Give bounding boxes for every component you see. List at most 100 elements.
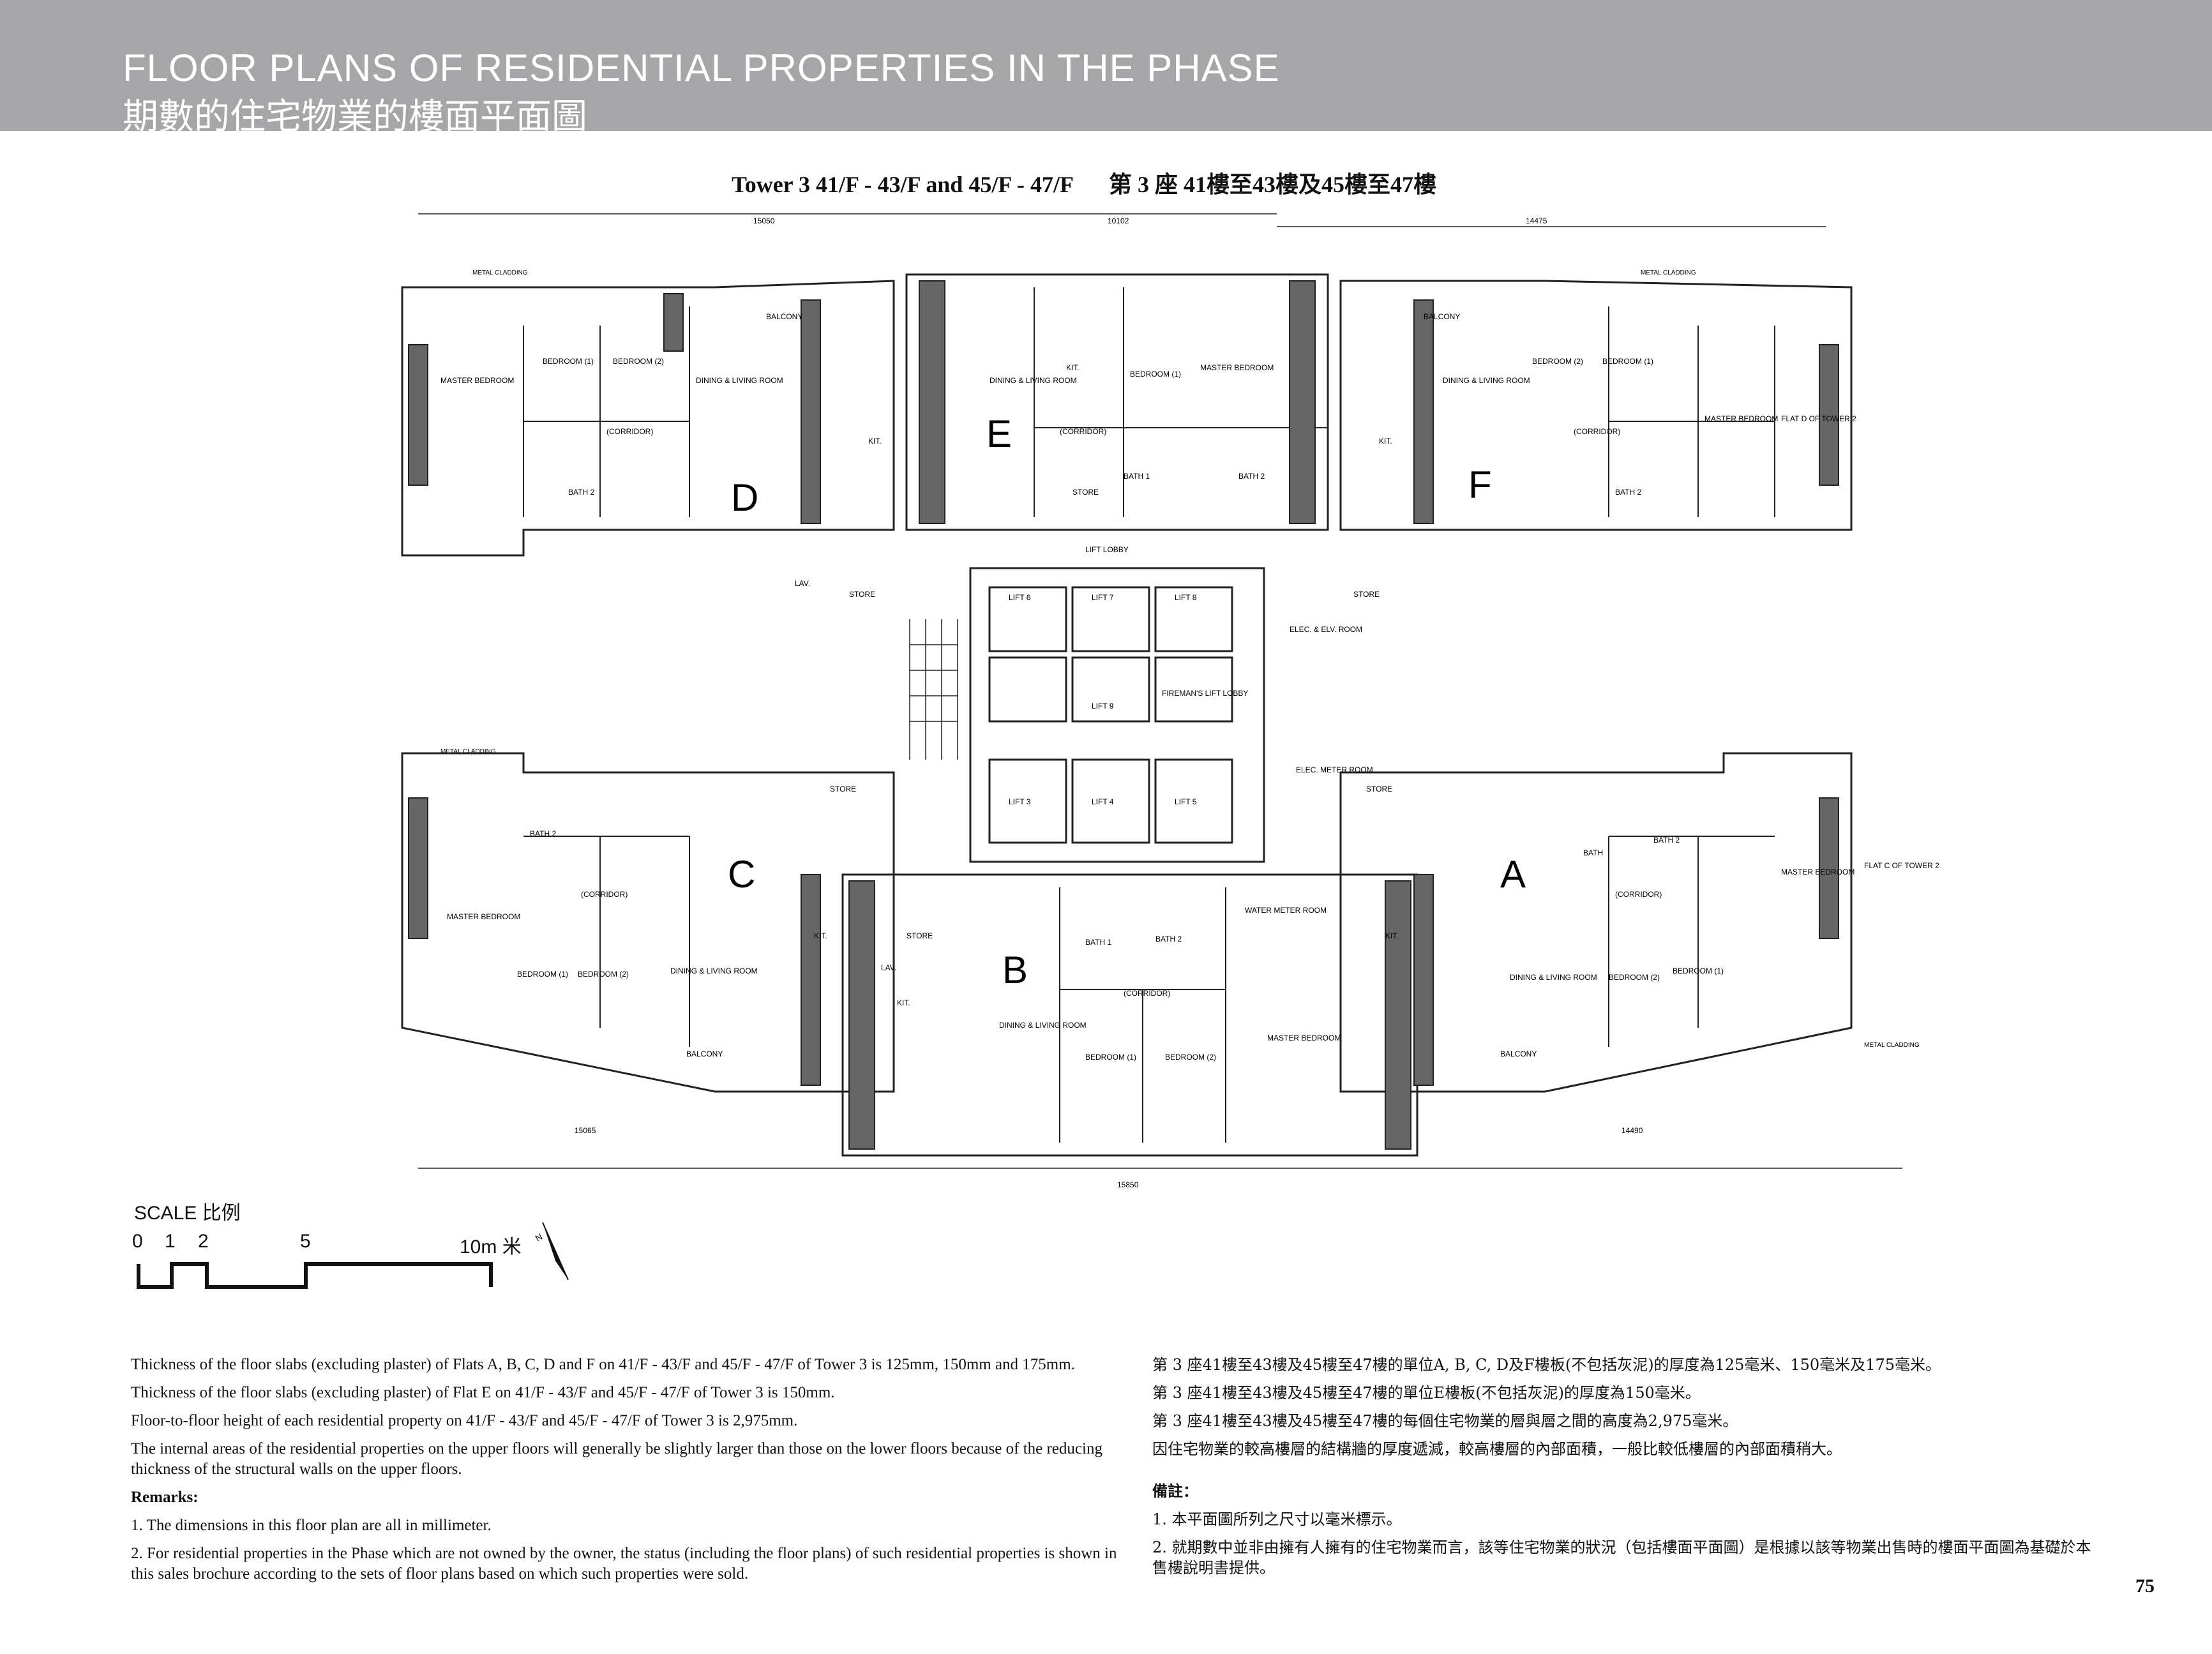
- dim-top-left: 15050: [753, 216, 775, 225]
- label-metal-cladding-3: METAL CLADDING: [440, 748, 496, 755]
- room-store-e: STORE: [1072, 488, 1099, 497]
- label-metal-cladding-4: METAL CLADDING: [1864, 1042, 1920, 1049]
- room-corridor-c: (CORRIDOR): [581, 890, 628, 899]
- room-corridor-f: (CORRIDOR): [1574, 427, 1620, 436]
- room-master-bedroom-e: MASTER BEDROOM: [1200, 363, 1274, 372]
- plan-title: Tower 3 41/F - 43/F and 45/F - 47/F 第 3 座…: [732, 166, 1436, 199]
- dim-bottom-right: 14490: [1621, 1126, 1643, 1135]
- room-corridor-a: (CORRIDOR): [1615, 890, 1662, 899]
- room-bath2-a: BATH 2: [1653, 836, 1680, 845]
- room-bedroom1-c: BEDROOM (1): [517, 970, 568, 979]
- flat-label-d: D: [731, 476, 758, 519]
- room-balcony-c: BALCONY: [686, 1049, 723, 1058]
- note-en-2: Thickness of the floor slabs (excluding …: [131, 1384, 835, 1401]
- room-corridor-b: (CORRIDOR): [1124, 989, 1170, 998]
- room-dining-d: DINING & LIVING ROOM: [696, 376, 783, 385]
- scale-tick-10: 10m 米: [460, 1237, 522, 1258]
- flat-label-a: A: [1500, 853, 1526, 896]
- room-bedroom2-d: BEDROOM (2): [613, 357, 664, 366]
- remarks-zh-title: 備註：: [1152, 1482, 1198, 1500]
- room-lift-9: LIFT 9: [1092, 702, 1114, 710]
- plan-title-zh: 第 3 座 41樓至43樓及45樓至47樓: [1109, 172, 1437, 197]
- room-bath2-e: BATH 2: [1238, 472, 1265, 481]
- dim-top-right: 14475: [1526, 216, 1547, 225]
- room-lift-8: LIFT 8: [1175, 593, 1197, 602]
- note-en-3: Floor-to-floor height of each residentia…: [131, 1412, 798, 1429]
- room-firemans-lobby: FIREMAN'S LIFT LOBBY: [1162, 689, 1248, 698]
- room-bedroom1-f: BEDROOM (1): [1602, 357, 1653, 366]
- room-balcony-a: BALCONY: [1500, 1049, 1537, 1058]
- room-bedroom2-b: BEDROOM (2): [1165, 1053, 1216, 1062]
- room-kit-c: KIT.: [814, 931, 827, 940]
- room-lift-4: LIFT 4: [1092, 797, 1114, 806]
- remark-en-1: 1. The dimensions in this floor plan are…: [131, 1517, 492, 1534]
- dim-bottom-left: 15065: [575, 1126, 596, 1135]
- room-store-d: STORE: [849, 590, 875, 599]
- remark-en-2: 2. For residential properties in the Pha…: [131, 1545, 1117, 1583]
- flat-label-f: F: [1468, 463, 1492, 506]
- room-lav-b: LAV.: [881, 963, 896, 972]
- label-metal-cladding-1: METAL CLADDING: [472, 269, 528, 276]
- floor-plan-drawing: 15050 10102 14475 15850 15065 14490 C B …: [401, 213, 1939, 1189]
- room-bath1-e: BATH 1: [1124, 472, 1150, 481]
- room-bath1-b: BATH 1: [1085, 938, 1111, 947]
- scale-label: SCALE 比例: [134, 1203, 241, 1224]
- room-elec-elv: ELEC. & ELV. ROOM: [1290, 625, 1362, 634]
- note-en-1: Thickness of the floor slabs (excluding …: [131, 1356, 1075, 1373]
- room-master-bedroom-f: MASTER BEDROOM: [1704, 414, 1778, 423]
- room-corridor-e: (CORRIDOR): [1060, 427, 1106, 436]
- room-store-b: STORE: [907, 931, 933, 940]
- remark-zh-1: 1. 本平面圖所列之尺寸以毫米標示。: [1152, 1510, 1402, 1528]
- room-flat-d-tower2: FLAT D OF TOWER 2: [1781, 414, 1856, 423]
- page-header: FLOOR PLANS OF RESIDENTIAL PROPERTIES IN…: [0, 0, 2212, 138]
- room-dining-a: DINING & LIVING ROOM: [1510, 973, 1597, 982]
- header-title-en: FLOOR PLANS OF RESIDENTIAL PROPERTIES IN…: [123, 47, 1280, 89]
- room-master-bedroom-c: MASTER BEDROOM: [447, 912, 520, 921]
- room-lift-6: LIFT 6: [1009, 593, 1031, 602]
- room-balcony-d: BALCONY: [766, 312, 802, 321]
- room-bedroom1-e: BEDROOM (1): [1130, 370, 1181, 379]
- room-lift-7: LIFT 7: [1092, 593, 1114, 602]
- scale-tick-2: 2: [198, 1231, 209, 1252]
- room-dining-f: DINING & LIVING ROOM: [1443, 376, 1530, 385]
- scale-tick-5: 5: [300, 1231, 311, 1252]
- scale-tick-1: 1: [165, 1231, 176, 1252]
- room-elec-meter: ELEC. METER ROOM: [1296, 765, 1373, 774]
- room-lift-3: LIFT 3: [1009, 797, 1031, 806]
- room-bath2-f: BATH 2: [1615, 488, 1641, 497]
- room-store-f: STORE: [1353, 590, 1380, 599]
- room-dining-e: DINING & LIVING ROOM: [989, 376, 1077, 385]
- room-master-bedroom-d: MASTER BEDROOM: [440, 376, 514, 385]
- plan-title-en: Tower 3 41/F - 43/F and 45/F - 47/F: [732, 172, 1074, 197]
- room-water-meter: WATER METER ROOM: [1245, 906, 1327, 915]
- header-title-zh: 期數的住宅物業的樓面平面圖: [123, 96, 587, 138]
- room-master-bedroom-a: MASTER BEDROOM: [1781, 868, 1855, 876]
- note-zh-1: 第 3 座41樓至43樓及45樓至47樓的單位A, B, C, D及F樓板(不包…: [1152, 1356, 1941, 1374]
- remark-zh-2: 2. 就期數中並非由擁有人擁有的住宅物業而言，該等住宅物業的狀況（包括樓面平面圖…: [1152, 1538, 2091, 1577]
- room-store-c: STORE: [830, 785, 856, 793]
- room-bath2-b: BATH 2: [1155, 935, 1182, 944]
- notes-chinese: 第 3 座41樓至43樓及45樓至47樓的單位A, B, C, D及F樓板(不包…: [1152, 1355, 2097, 1586]
- note-en-4: The internal areas of the residential pr…: [131, 1440, 1102, 1478]
- dim-top-mid: 10102: [1108, 216, 1129, 225]
- north-arrow-icon: N: [534, 1222, 569, 1281]
- remarks-en-title: Remarks:: [131, 1489, 199, 1506]
- room-bedroom2-f: BEDROOM (2): [1532, 357, 1583, 366]
- room-bedroom2-a: BEDROOM (2): [1609, 973, 1660, 982]
- room-dining-c: DINING & LIVING ROOM: [670, 966, 758, 975]
- room-kit-e: KIT.: [1066, 363, 1080, 372]
- room-store-a: STORE: [1366, 785, 1392, 793]
- note-zh-3: 第 3 座41樓至43樓及45樓至47樓的每個住宅物業的層與層之間的高度為2,9…: [1152, 1412, 1738, 1430]
- flat-label-b: B: [1002, 949, 1028, 991]
- room-kit-a: KIT.: [1385, 931, 1399, 940]
- room-master-bedroom-b: MASTER BEDROOM: [1267, 1034, 1341, 1042]
- room-bedroom1-a: BEDROOM (1): [1673, 966, 1724, 975]
- room-balcony-f: BALCONY: [1424, 312, 1460, 321]
- room-bath-a: BATH: [1583, 848, 1603, 857]
- note-zh-4: 因住宅物業的較高樓層的結構牆的厚度遞減，較高樓層的內部面積，一般比較低樓層的內部…: [1152, 1440, 1842, 1458]
- label-metal-cladding-2: METAL CLADDING: [1641, 269, 1696, 276]
- room-lift-5: LIFT 5: [1175, 797, 1197, 806]
- page-number: 75: [2135, 1575, 2155, 1597]
- room-bedroom2-c: BEDROOM (2): [578, 970, 629, 979]
- room-bath2-c: BATH 2: [530, 829, 556, 838]
